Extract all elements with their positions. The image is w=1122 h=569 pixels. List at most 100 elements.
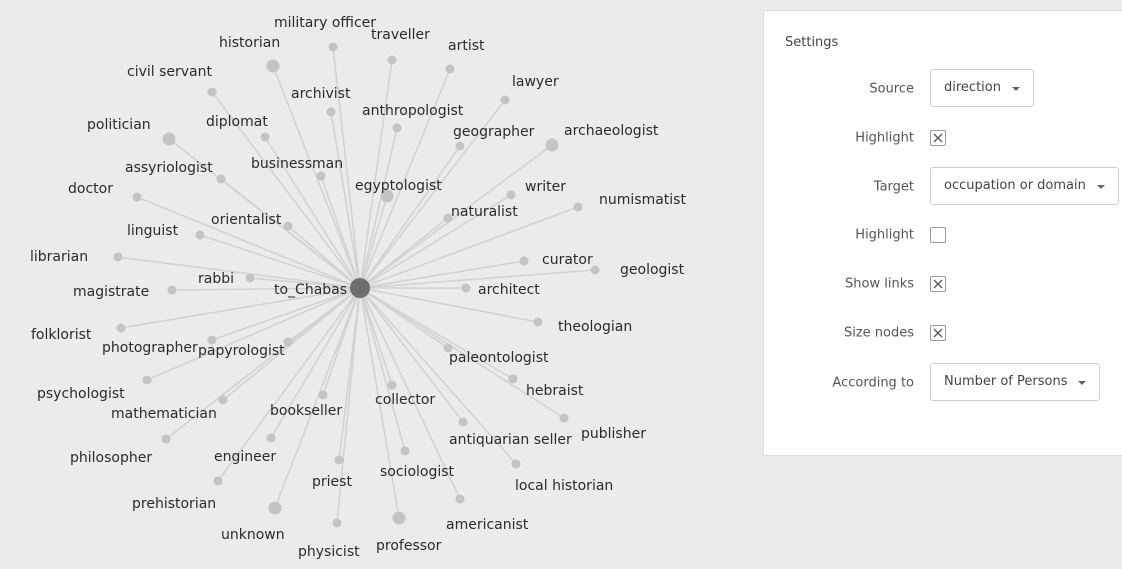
edge-geographer (359, 145, 461, 289)
node-geographer[interactable] (455, 141, 465, 151)
caret-down-icon (1096, 185, 1105, 189)
settings-panel: Settings Source direction Highlight Targ… (763, 10, 1122, 456)
center-node-label: to_Chabas (274, 282, 347, 298)
node-unknown[interactable] (268, 501, 282, 515)
node-curator[interactable] (519, 256, 529, 266)
target-label: Target (873, 179, 914, 195)
node-label: local historian (515, 478, 613, 494)
node-theologian[interactable] (533, 317, 543, 327)
node-label: collector (375, 392, 435, 408)
edge-engineer (270, 287, 361, 439)
node-label: psychologist (37, 386, 125, 402)
edge-hebraist (359, 287, 514, 380)
center-node[interactable] (350, 278, 370, 298)
node-papyrologist[interactable] (283, 337, 293, 347)
node-mathematician[interactable] (218, 395, 228, 405)
node-archivist[interactable] (326, 107, 336, 117)
check-x-icon (933, 133, 943, 143)
node-label: writer (525, 179, 566, 195)
node-writer[interactable] (506, 190, 516, 200)
node-prehistorian[interactable] (213, 476, 223, 486)
node-numismatist[interactable] (573, 202, 583, 212)
node-psychologist[interactable] (142, 375, 152, 385)
node-orientalist[interactable] (283, 221, 293, 231)
node-philosopher[interactable] (161, 434, 171, 444)
node-archaeologist[interactable] (545, 138, 559, 152)
show-links-checkbox[interactable] (930, 276, 946, 292)
node-rabbi[interactable] (245, 273, 255, 283)
node-priest[interactable] (334, 455, 344, 465)
according-to-select[interactable]: Number of Persons (930, 363, 1101, 401)
node-hebraist[interactable] (508, 374, 518, 384)
node-professor[interactable] (392, 511, 406, 525)
edge-rabbi (249, 277, 361, 289)
node-politician[interactable] (162, 132, 176, 146)
edge-professor (359, 287, 400, 519)
node-paleontologist[interactable] (443, 343, 453, 353)
node-engineer[interactable] (266, 433, 276, 443)
node-businessman[interactable] (316, 171, 326, 181)
edge-civil-servant (211, 91, 361, 289)
target-row: Target occupation or domain (764, 167, 1122, 207)
node-civil-servant[interactable] (207, 87, 217, 97)
node-label: publisher (581, 426, 646, 442)
node-doctor[interactable] (132, 192, 142, 202)
according-to-select-value: Number of Persons (944, 374, 1068, 389)
edge-folklorist (120, 287, 361, 329)
target-select[interactable]: occupation or domain (930, 167, 1119, 205)
node-label: geographer (453, 124, 535, 140)
node-geologist[interactable] (590, 265, 600, 275)
node-historian[interactable] (266, 59, 280, 73)
node-label: curator (542, 252, 593, 268)
node-linguist[interactable] (195, 230, 205, 240)
node-label: geologist (620, 262, 685, 278)
node-folklorist[interactable] (116, 323, 126, 333)
node-bookseller[interactable] (318, 390, 328, 400)
edge-naturalist (359, 217, 449, 289)
size-nodes-checkbox[interactable] (930, 325, 946, 341)
edge-geologist (359, 269, 596, 289)
edge-librarian (117, 256, 361, 289)
source-select[interactable]: direction (930, 69, 1034, 107)
edge-unknown (274, 287, 361, 509)
node-librarian[interactable] (113, 252, 123, 262)
check-x-icon (933, 328, 943, 338)
node-architect[interactable] (461, 283, 471, 293)
node-label: historian (219, 35, 280, 51)
node-label: civil servant (127, 64, 213, 80)
node-photographer[interactable] (207, 335, 217, 345)
edge-businessman (320, 175, 361, 289)
node-lawyer[interactable] (500, 95, 510, 105)
node-assyriologist[interactable] (216, 174, 226, 184)
highlight-target-label: Highlight (855, 227, 914, 243)
node-naturalist[interactable] (443, 213, 453, 223)
node-physicist[interactable] (332, 518, 342, 528)
node-egyptologist[interactable] (380, 189, 394, 203)
node-magistrate[interactable] (167, 285, 177, 295)
node-local-historian[interactable] (511, 459, 521, 469)
node-label: politician (87, 117, 151, 133)
node-label: professor (376, 538, 442, 554)
node-military-officer[interactable] (328, 42, 338, 52)
edge-diplomat (264, 136, 361, 289)
source-row: Source direction (764, 69, 1122, 109)
edge-artist (359, 68, 451, 289)
node-label: prehistorian (132, 496, 216, 512)
node-publisher[interactable] (559, 413, 569, 423)
node-collector[interactable] (387, 380, 397, 390)
node-label: traveller (371, 27, 430, 43)
node-diplomat[interactable] (260, 132, 270, 142)
node-traveller[interactable] (387, 55, 397, 65)
node-antiquarian-seller[interactable] (458, 417, 468, 427)
source-label: Source (869, 81, 914, 97)
highlight-target-checkbox[interactable] (930, 227, 946, 243)
node-anthropologist[interactable] (392, 123, 402, 133)
edge-orientalist (287, 225, 361, 289)
network-graph[interactable]: military officertravellerartisthistorian… (0, 0, 760, 569)
highlight-target-row: Highlight (764, 215, 1122, 255)
node-americanist[interactable] (455, 494, 465, 504)
node-artist[interactable] (445, 64, 455, 74)
highlight-source-checkbox[interactable] (930, 130, 946, 146)
edge-americanist (359, 287, 461, 500)
node-sociologist[interactable] (400, 446, 410, 456)
